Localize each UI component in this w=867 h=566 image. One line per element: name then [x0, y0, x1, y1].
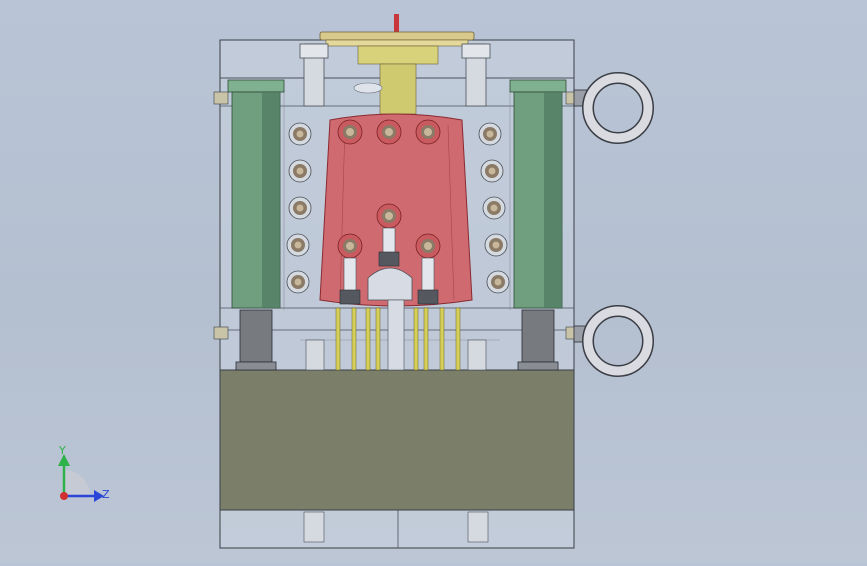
eye-bolt-upper[interactable]: [573, 72, 654, 144]
socket-head-screws-left: [286, 122, 312, 294]
eye-bolt-lower[interactable]: [573, 305, 654, 377]
axis-y-label: Y: [58, 444, 66, 457]
axis-triad: Y Z: [58, 444, 110, 502]
clamp-plate[interactable]: [219, 369, 575, 511]
guide-pillar-left[interactable]: [227, 79, 285, 371]
axis-z-label: Z: [102, 488, 110, 501]
x-axis-dot: [60, 492, 68, 500]
core-pins: [339, 227, 439, 305]
guide-pillar-right[interactable]: [509, 79, 567, 371]
z-axis-arrow: [94, 490, 104, 502]
socket-head-screws-right: [478, 122, 510, 294]
sprue-bushing[interactable]: [319, 14, 475, 115]
return-pins: [303, 339, 489, 543]
sprue-tip: [394, 14, 399, 34]
top-guide-screws: [299, 43, 491, 107]
locating-ring: [319, 31, 475, 41]
ejector-pins: [335, 299, 461, 371]
y-axis-arrow: [58, 454, 70, 466]
core-screws: [337, 119, 441, 259]
